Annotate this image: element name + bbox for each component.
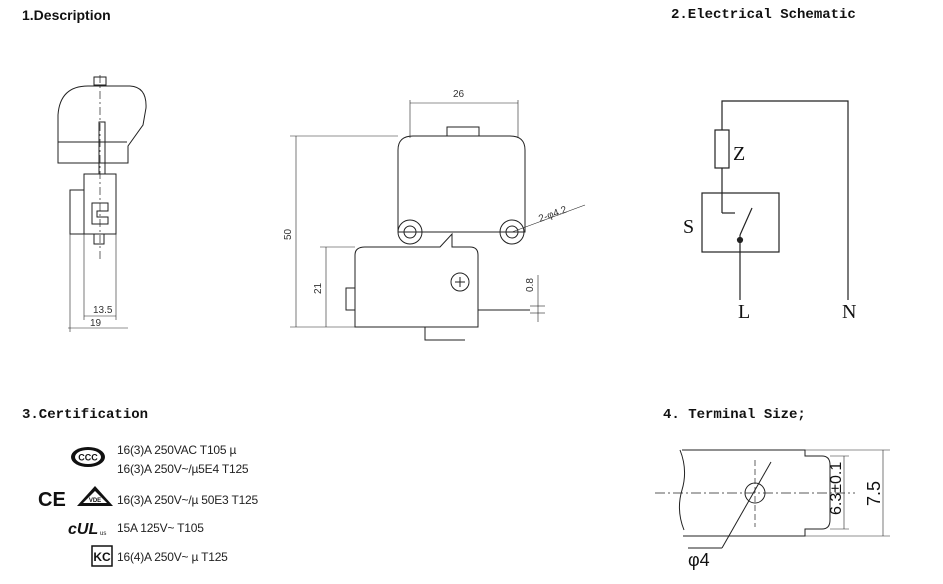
heading-electrical-schematic: 2.Electrical Schematic (671, 7, 856, 23)
heading-terminal-size: 4. Terminal Size; (663, 407, 806, 423)
cert-row-ccc-1: 16(3)A 250VAC T105 µ (117, 443, 237, 457)
schematic-label-n: N (842, 301, 856, 323)
dim-50: 50 (283, 228, 294, 240)
dim-13-5: 13.5 (93, 305, 113, 316)
svg-text:CCC: CCC (78, 453, 98, 463)
cert-row-vde: 16(3)A 250V~/µ 50E3 T125 (117, 493, 258, 507)
cert-row-ul: 15A 125V~ T105 (117, 521, 204, 535)
dim-19: 19 (90, 318, 102, 329)
kc-logo: KC (91, 545, 113, 567)
schematic-label-s: S (683, 216, 694, 238)
dim-0-8: 0.8 (525, 278, 536, 292)
svg-text:CE: CE (38, 489, 66, 511)
vde-logo: VDE (77, 486, 113, 506)
dim-21: 21 (313, 282, 324, 294)
svg-text:us: us (100, 531, 106, 537)
schematic-label-l: L (738, 301, 750, 323)
heading-certification: 3.Certification (22, 407, 149, 423)
svg-text:KC: KC (93, 550, 111, 564)
ccc-logo: CCC (71, 447, 105, 467)
terminal-dim-hole: φ4 (688, 550, 710, 570)
ul-logo: cUL us (68, 521, 106, 538)
cert-row-kc: 16(4)A 250V~ µ T125 (117, 550, 228, 564)
cert-row-ccc-2: 16(3)A 250V~/µ5E4 T125 (117, 462, 249, 476)
terminal-dim-outer: 7.5 (864, 481, 884, 506)
dim-26: 26 (453, 89, 465, 100)
ce-logo: CE (38, 489, 66, 511)
heading-description: 1.Description (22, 7, 111, 23)
terminal-dim-inner: 6.3±0.1 (828, 462, 845, 515)
svg-text:cUL: cUL (68, 521, 98, 538)
svg-text:VDE: VDE (89, 498, 101, 504)
schematic-label-z: Z (733, 143, 745, 165)
